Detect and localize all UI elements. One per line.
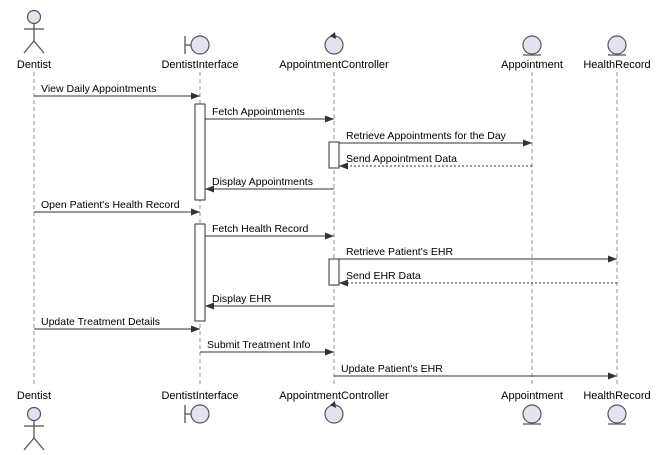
- message-label: Display Appointments: [212, 176, 313, 188]
- message-4: Send Appointment Data: [339, 153, 532, 167]
- participant-appt-bottom: Appointment: [501, 390, 563, 425]
- message-label: View Daily Appointments: [41, 83, 156, 95]
- message-label: Fetch Health Record: [212, 223, 308, 235]
- activation-bar: [328, 258, 340, 286]
- arrowhead: [325, 232, 334, 240]
- participant-dentist-bottom: Dentist: [17, 390, 51, 451]
- participant-label: HealthRecord: [583, 59, 650, 71]
- boundary-icon: [184, 35, 210, 55]
- arrowhead: [339, 279, 348, 287]
- participant-label: Dentist: [17, 390, 51, 402]
- participant-ehr-bottom: HealthRecord: [583, 390, 651, 425]
- message-label: Fetch Appointments: [212, 106, 305, 118]
- participant-label: Appointment: [501, 59, 563, 71]
- message-2: Fetch Appointments: [205, 106, 334, 120]
- arrowhead: [191, 325, 200, 333]
- message-11: Update Treatment Details: [34, 316, 200, 330]
- message-label: Submit Treatment Info: [207, 339, 310, 351]
- message-10: Display EHR: [205, 293, 334, 307]
- message-3: Retrieve Appointments for the Day: [339, 130, 532, 144]
- message-7: Fetch Health Record: [205, 223, 334, 237]
- actor-icon: [23, 9, 45, 54]
- control-icon: [324, 32, 344, 55]
- participant-ehr-top: HealthRecord: [583, 35, 651, 71]
- arrowhead: [608, 255, 617, 263]
- message-label: Retrieve Appointments for the Day: [346, 130, 507, 142]
- participant-label: HealthRecord: [583, 390, 650, 402]
- participant-ctrl-top: AppointmentController: [279, 32, 389, 71]
- participant-label: DentistInterface: [161, 390, 238, 402]
- message-label: Retrieve Patient's EHR: [346, 246, 453, 258]
- control-icon: [324, 401, 344, 424]
- activation-bar: [194, 103, 206, 201]
- participant-label: DentistInterface: [161, 59, 238, 71]
- message-12: Submit Treatment Info: [200, 339, 334, 353]
- entity-icon: [522, 404, 542, 425]
- participant-ui-top: DentistInterface: [161, 35, 239, 71]
- message-13: Update Patient's EHR: [334, 363, 617, 377]
- participant-dentist-top: Dentist: [17, 9, 51, 71]
- activation-bar: [328, 141, 340, 169]
- participant-label: Appointment: [501, 390, 563, 402]
- participant-ctrl-bottom: AppointmentController: [279, 390, 389, 424]
- message-label: Display EHR: [212, 293, 272, 305]
- boundary-icon: [184, 404, 210, 424]
- arrowhead: [191, 92, 200, 100]
- message-label: Send EHR Data: [346, 270, 421, 282]
- participant-label: Dentist: [17, 59, 51, 71]
- participant-label: AppointmentController: [279, 390, 389, 402]
- arrowhead: [608, 372, 617, 380]
- message-1: View Daily Appointments: [34, 83, 200, 97]
- participant-appt-top: Appointment: [501, 35, 563, 71]
- message-9: Send EHR Data: [339, 270, 617, 284]
- arrowhead: [205, 302, 214, 310]
- arrowhead: [191, 208, 200, 216]
- entity-icon: [607, 35, 627, 56]
- activation-bar: [194, 223, 206, 322]
- message-label: Send Appointment Data: [346, 153, 457, 165]
- arrowhead: [325, 348, 334, 356]
- arrowhead: [523, 139, 532, 147]
- message-6: Open Patient's Health Record: [34, 199, 200, 213]
- message-label: Open Patient's Health Record: [41, 199, 180, 211]
- message-8: Retrieve Patient's EHR: [339, 246, 617, 260]
- arrowhead: [325, 115, 334, 123]
- arrowhead: [205, 185, 214, 193]
- entity-icon: [522, 35, 542, 56]
- entity-icon: [607, 404, 627, 425]
- message-label: Update Treatment Details: [41, 316, 160, 328]
- message-label: Update Patient's EHR: [341, 363, 443, 375]
- arrowhead: [339, 162, 348, 170]
- actor-icon: [23, 406, 45, 451]
- participant-ui-bottom: DentistInterface: [161, 390, 239, 424]
- participant-label: AppointmentController: [279, 59, 389, 71]
- message-5: Display Appointments: [205, 176, 334, 190]
